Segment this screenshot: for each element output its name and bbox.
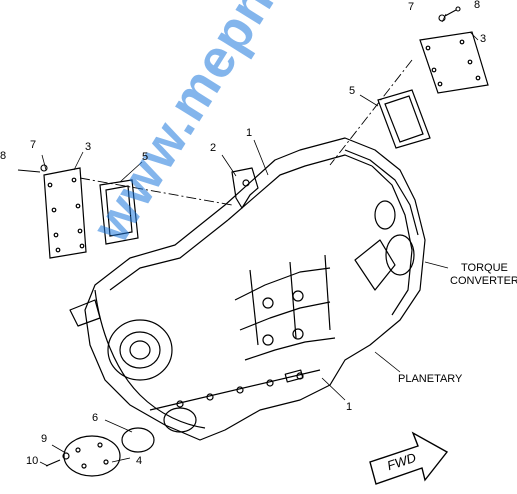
callout-5-top: 5 xyxy=(349,85,356,97)
bracket-part-2 xyxy=(231,167,259,209)
callout-3-left: 3 xyxy=(85,141,92,153)
planetary-label: PLANETARY xyxy=(398,373,463,385)
callout-4: 4 xyxy=(136,455,143,467)
callout-1-bottom: 1 xyxy=(346,401,353,413)
callout-8-top: 8 xyxy=(474,0,481,11)
torque-converter-label: TORQUE CONVERTER xyxy=(450,262,517,287)
cover-plate-top xyxy=(419,31,489,94)
callout-10: 10 xyxy=(26,455,39,467)
callout-3-top: 3 xyxy=(480,33,487,45)
gasket-top xyxy=(377,89,431,149)
callout-7-top: 7 xyxy=(408,1,415,13)
gasket-left xyxy=(99,179,139,245)
torque-converter-line2: CONVERTER xyxy=(450,274,517,287)
transmission-housing xyxy=(84,137,426,441)
callout-1-top: 1 xyxy=(246,127,253,139)
callout-8-left: 8 xyxy=(0,150,7,162)
torque-converter-line1: TORQUE xyxy=(461,262,508,274)
callout-5-left: 5 xyxy=(142,151,149,163)
bottom-cover xyxy=(63,435,121,477)
callout-6: 6 xyxy=(92,412,99,424)
o-ring xyxy=(121,427,155,453)
callout-2: 2 xyxy=(210,142,217,154)
fwd-arrow xyxy=(369,431,449,485)
washer xyxy=(62,452,70,460)
callout-7-left: 7 xyxy=(30,139,37,151)
input-hub xyxy=(107,319,173,381)
callout-9: 9 xyxy=(41,433,48,445)
cover-plate-left xyxy=(43,167,87,259)
